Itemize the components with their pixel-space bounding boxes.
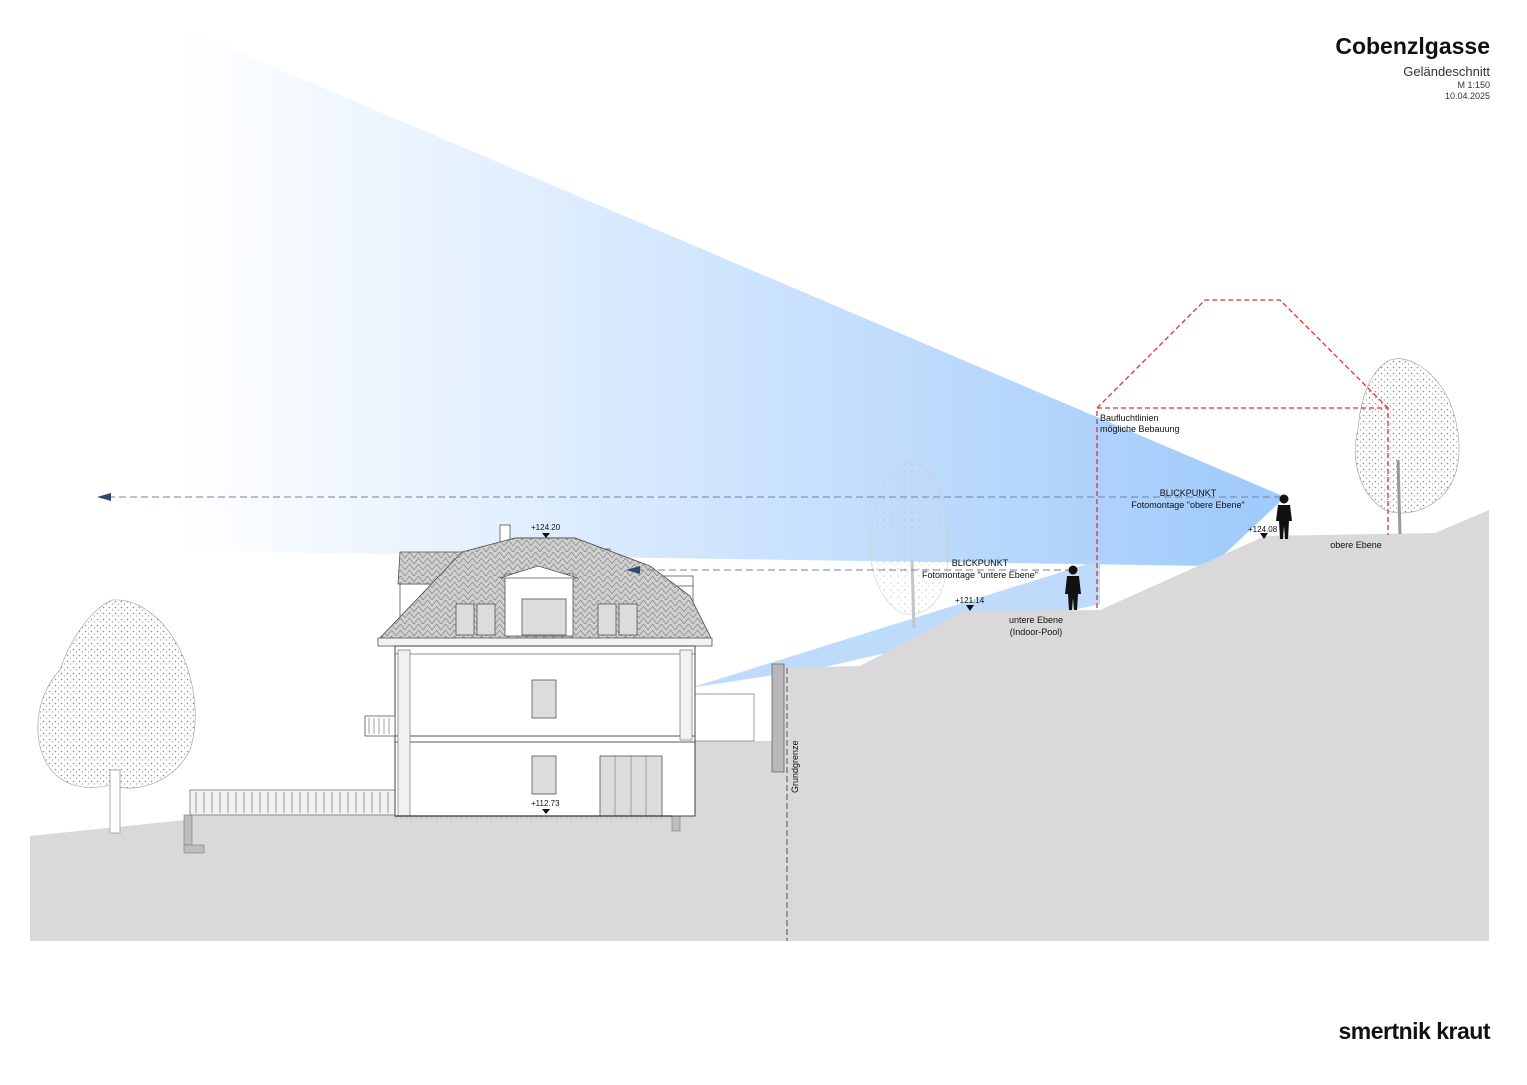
- level-marker-ground: [542, 809, 550, 814]
- building-lines: [1096, 299, 1389, 608]
- view-arrow-upper: [97, 493, 111, 501]
- person-lower: [1065, 565, 1081, 610]
- view-cone: [180, 27, 1285, 566]
- level-lower: +121.14: [955, 596, 985, 605]
- tree-right: [1355, 358, 1460, 535]
- view-lower-label: BLICKPUNKT: [952, 558, 1009, 568]
- level-ridge: +124.20: [531, 523, 561, 532]
- date: 10.04.2025: [1444, 91, 1490, 101]
- terrain: [30, 510, 1489, 941]
- view-arrow-lower: [626, 566, 640, 574]
- foundation-left: [183, 814, 193, 846]
- villa: [364, 524, 755, 819]
- tree-left: [37, 599, 196, 834]
- retaining-wall: [771, 663, 785, 773]
- upper-level-label: obere Ebene: [1330, 540, 1382, 550]
- building-lines-label: Baufluchtlinien: [1100, 413, 1159, 423]
- drawing-name: Geländeschnitt: [1403, 64, 1490, 79]
- title-block: Cobenzlgasse Geländeschnitt M 1:150 10.0…: [1335, 32, 1490, 102]
- view-cone-lower: [690, 560, 1100, 688]
- project-title: Cobenzlgasse: [1335, 33, 1490, 59]
- view-lower-label-2: Fotomontage "untere Ebene": [922, 570, 1038, 580]
- level-ground: +112.73: [531, 799, 560, 808]
- scale: M 1:150: [1457, 80, 1490, 90]
- tree-middle: [869, 461, 949, 629]
- level-marker-upper: [1260, 533, 1268, 539]
- view-upper-label-2: Fotomontage "obere Ebene": [1131, 500, 1244, 510]
- balustrade: [189, 789, 396, 816]
- level-marker-lower: [966, 605, 974, 611]
- property-line-label: Grundgrenze: [790, 740, 800, 793]
- lower-level-label-2: (Indoor-Pool): [1010, 627, 1063, 637]
- person-upper: [1276, 494, 1292, 539]
- view-lines: [97, 493, 1280, 574]
- building-lines-label-2: mögliche Bebauung: [1100, 424, 1180, 434]
- level-upper: +124.08: [1248, 525, 1278, 534]
- level-marker-ridge: [542, 533, 550, 538]
- view-upper-label: BLICKPUNKT: [1160, 488, 1217, 498]
- brand-logo: smertnik kraut: [1338, 1018, 1490, 1044]
- foundation-foot: [183, 844, 205, 854]
- lower-level-label: untere Ebene: [1009, 615, 1063, 625]
